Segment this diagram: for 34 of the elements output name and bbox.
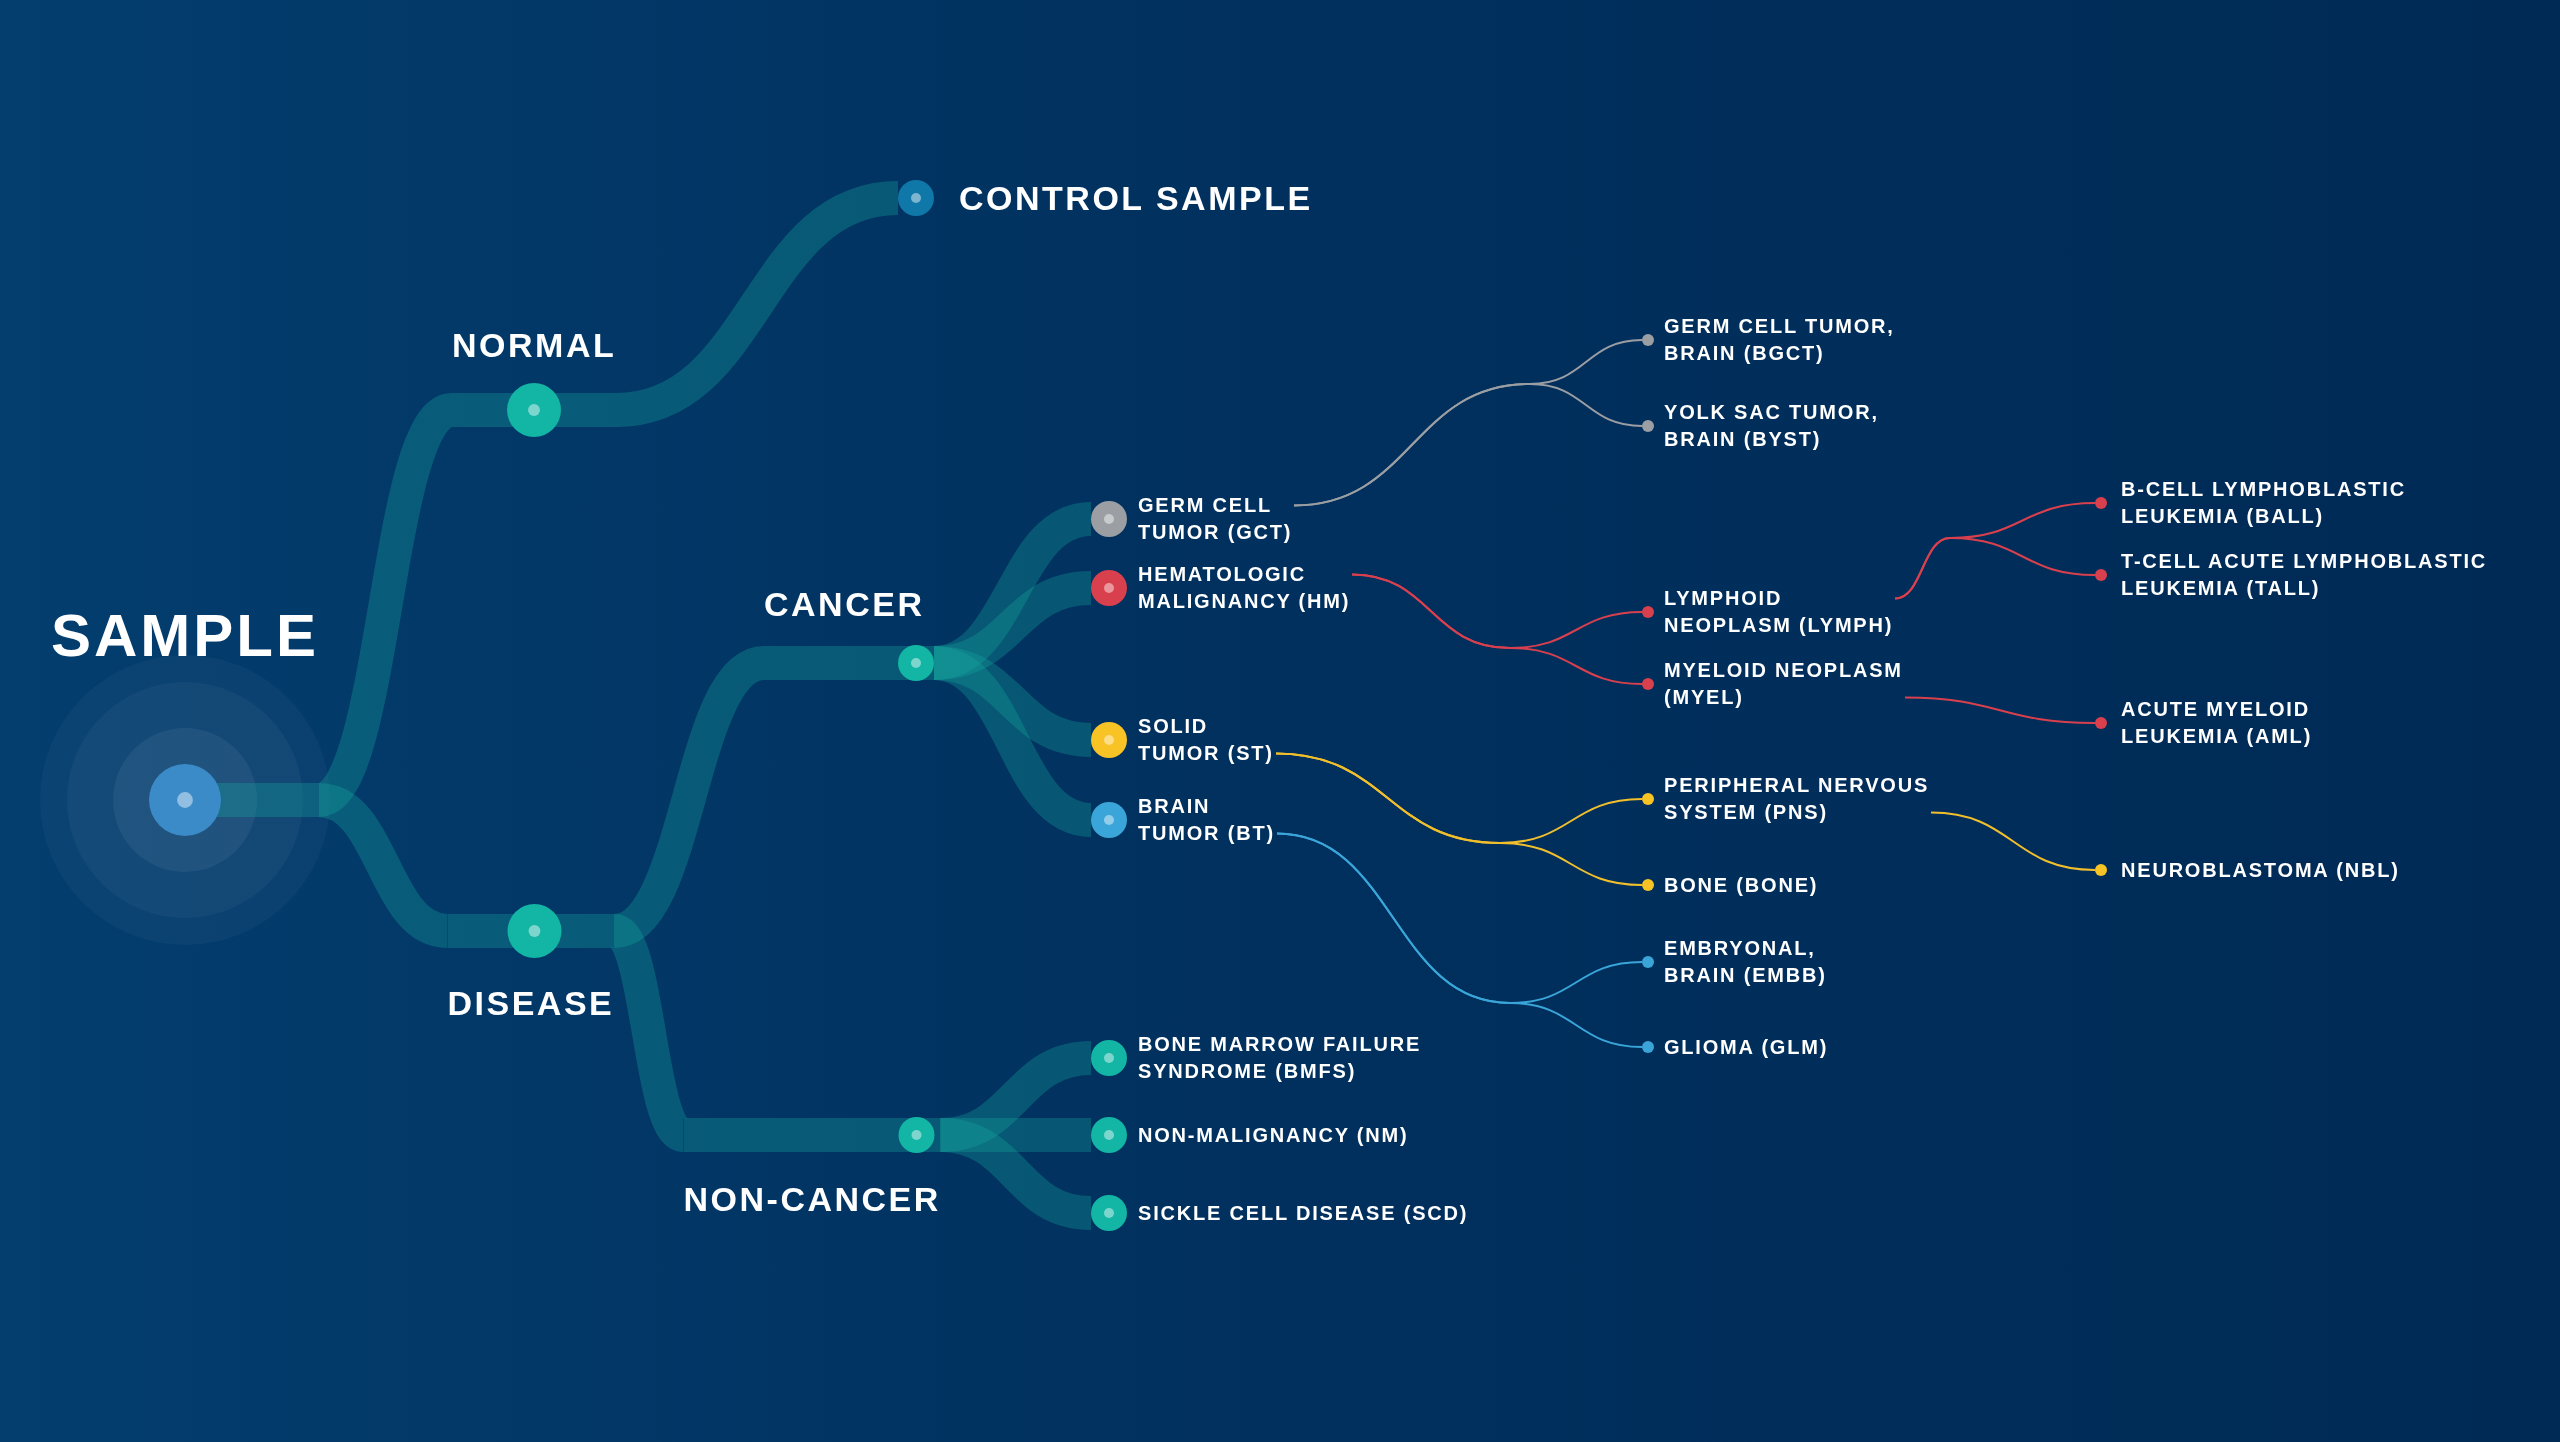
node-label: CONTROL SAMPLE bbox=[959, 178, 1313, 219]
branch-line bbox=[1276, 832, 1643, 1048]
node-label: ACUTE MYELOID LEUKEMIA (AML) bbox=[2121, 697, 2313, 749]
node-label: EMBRYONAL, BRAIN (EMBB) bbox=[1664, 936, 1827, 988]
branch-line bbox=[1275, 752, 1643, 886]
node-label: SOLID TUMOR (ST) bbox=[1138, 714, 1274, 766]
flow-band bbox=[316, 783, 451, 948]
node-label: BONE (BONE) bbox=[1664, 872, 1819, 898]
node-label: DISEASE bbox=[447, 983, 615, 1024]
node-label: NON-MALIGNANCY (NM) bbox=[1138, 1122, 1409, 1148]
node-label: NORMAL bbox=[452, 325, 617, 366]
branch-line bbox=[1904, 696, 2096, 724]
node-label: GERM CELL TUMOR (GCT) bbox=[1138, 493, 1293, 545]
node-label: NEUROBLASTOMA (NBL) bbox=[2121, 857, 2400, 883]
node-label: BRAIN TUMOR (BT) bbox=[1138, 794, 1275, 846]
node-label: YOLK SAC TUMOR, BRAIN (BYST) bbox=[1664, 400, 1879, 452]
node-label: NON-CANCER bbox=[683, 1179, 941, 1220]
branch-line bbox=[1930, 811, 2096, 871]
branch-line bbox=[1894, 537, 2096, 600]
node-label: PERIPHERAL NERVOUS SYSTEM (PNS) bbox=[1664, 773, 1930, 825]
node-label: LYMPHOID NEOPLASM (LYMPH) bbox=[1664, 586, 1894, 638]
node-label: CANCER bbox=[764, 584, 925, 625]
node-label: SAMPLE bbox=[51, 600, 320, 671]
branch-line bbox=[1293, 383, 1643, 507]
node-label: MYELOID NEOPLASM (MYEL) bbox=[1664, 658, 1903, 710]
node-label: HEMATOLOGIC MALIGNANCY (HM) bbox=[1138, 562, 1351, 614]
node-label: BONE MARROW FAILURE SYNDROME (BMFS) bbox=[1138, 1032, 1422, 1084]
flow-band bbox=[613, 181, 901, 427]
node-label: T-CELL ACUTE LYMPHOBLASTIC LEUKEMIA (TALL) bbox=[2121, 549, 2488, 601]
node-label: B-CELL LYMPHOBLASTIC LEUKEMIA (BALL) bbox=[2121, 477, 2406, 529]
node-label: SICKLE CELL DISEASE (SCD) bbox=[1138, 1200, 1469, 1226]
branch-line bbox=[1351, 573, 1643, 685]
node-label: GLIOMA (GLM) bbox=[1664, 1034, 1829, 1060]
node-label: GERM CELL TUMOR, BRAIN (BGCT) bbox=[1664, 314, 1895, 366]
